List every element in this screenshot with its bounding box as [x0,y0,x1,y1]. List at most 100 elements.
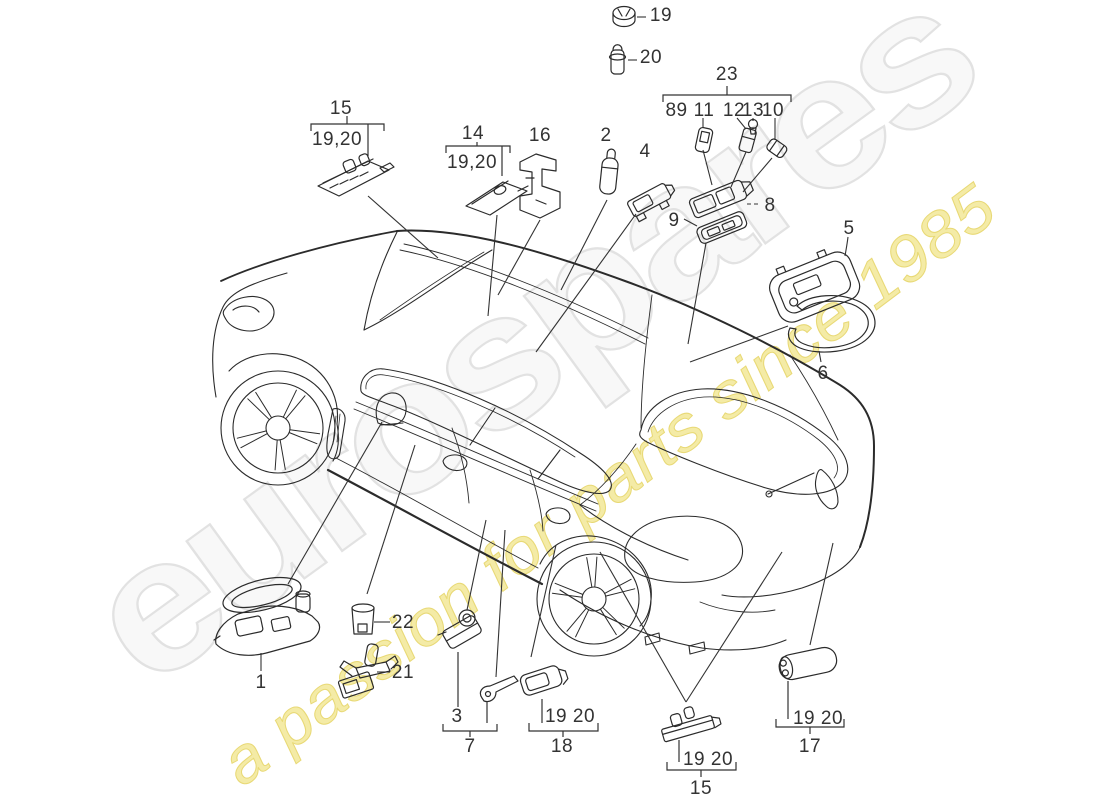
callout-3[interactable]: 3 [451,706,463,727]
callout-row-11[interactable]: 11 [693,100,715,121]
part-icon-1-interior-light[interactable] [213,571,321,656]
windshield-base [363,249,493,331]
exhaust-tips [644,632,706,655]
leader-label-12 [736,117,747,130]
callout-23[interactable]: 23 [715,64,739,85]
leader-15-top [367,195,439,259]
callout-row-9[interactable]: 9 [676,100,688,121]
leader-4 [535,213,637,353]
part-icon-2-bulb[interactable] [599,148,620,195]
part-icon-3-lamp[interactable] [437,609,483,650]
callout-brackets [310,86,845,777]
a-pillar [363,231,398,331]
part-icon-10-lens[interactable] [765,137,788,159]
callout-22[interactable]: 22 [391,612,415,633]
callout-14-sub[interactable]: 19,20 [446,152,498,173]
callout-18-sub[interactable]: 19 20 [544,706,596,727]
callout-15-bottom[interactable]: 15 [689,778,713,799]
leader-16 [497,219,541,296]
watermark-brand-text: eurospares [48,0,1009,724]
leader-lamp-group [687,242,707,345]
callout-17[interactable]: 17 [798,736,822,757]
callout-row-10[interactable]: 10 [761,100,785,121]
callout-row-8[interactable]: 8 [665,100,677,121]
leader-label-9 [683,218,698,227]
part-icon-15-bottom-lamp[interactable] [657,700,722,743]
leader-label-5 [844,236,849,257]
leader-console [689,325,789,363]
callout-5[interactable]: 5 [843,218,855,239]
b-pillar [469,407,496,446]
part-icon-15-top-lamp[interactable] [317,153,395,197]
rocker-line [326,468,544,586]
part-icon-19-grommet[interactable] [612,5,636,28]
bracket-23 [662,86,792,102]
part-icon-4-lamp-module[interactable] [627,180,680,223]
part-icon-18-lamp[interactable] [519,662,569,696]
side-glass [360,368,612,494]
taillight-right [814,469,839,510]
part-icon-22-socket[interactable] [351,603,375,635]
callout-15-top[interactable]: 15 [329,98,353,119]
callout-16[interactable]: 16 [528,125,552,146]
c-pillar [537,449,561,480]
callout-14[interactable]: 14 [461,123,485,144]
leader-v-right [685,551,783,703]
leader-v-left [599,551,687,703]
callout-2[interactable]: 2 [600,125,612,146]
callout-7[interactable]: 7 [464,736,476,757]
part-icon-17-lamp[interactable] [777,645,839,682]
front-wheel-arch [228,353,339,425]
car-front-fascia [212,272,288,398]
part-icon-13-bulb[interactable] [747,118,759,135]
fender-vent [326,408,346,460]
leader-14 [487,214,498,317]
part-icon-8-lamp-housing[interactable] [688,176,755,219]
part-icon-5-roof-console[interactable] [763,242,864,326]
watermark: eurospares a passion for parts since 198… [47,0,1010,800]
bracket-17 [775,681,845,734]
callout-1[interactable]: 1 [255,672,267,693]
callout-8[interactable]: 8 [764,195,776,216]
door-handle-front [442,454,468,472]
car-hood-line [220,230,398,282]
callout-17-sub[interactable]: 19 20 [792,708,844,729]
part-icons [213,5,876,743]
callout-9[interactable]: 9 [668,210,680,231]
leader-3 [466,519,487,611]
leader-21-22 [366,444,416,595]
part-icon-14-lamp[interactable] [465,180,529,216]
leader-label-6 [818,350,822,363]
part-icon-16-bracket[interactable] [519,153,561,219]
part-icon-20-bulb[interactable] [608,44,627,75]
rear-wiper [767,472,815,495]
part-icon-6-trim-ring[interactable] [787,295,876,353]
part-icon-11-connector[interactable] [694,126,714,154]
leader-17 [809,542,834,646]
part-icon-9-lens[interactable] [695,210,748,244]
taillight-left [624,515,744,583]
leader-2 [560,199,608,291]
leader-10 [742,157,773,193]
callout-15-top-sub[interactable]: 19,20 [311,129,363,150]
front-wheel [220,370,336,486]
callout-21[interactable]: 21 [391,662,415,683]
part-icon-7-bracket[interactable] [479,675,519,703]
part-icon-21-bulb-holder[interactable] [337,643,399,699]
leader-lines [260,16,849,703]
rear-wheel [536,541,652,657]
callout-row-12[interactable]: 12 [722,100,746,121]
car-line-art [212,229,875,657]
callout-19-top[interactable]: 19 [649,5,673,26]
bracket-14 [445,142,511,176]
callout-row-13[interactable]: 13 [741,100,765,121]
callout-6[interactable]: 6 [817,363,829,384]
headlight [222,296,275,332]
callout-15-bottom-sub[interactable]: 19 20 [682,749,734,770]
callout-18[interactable]: 18 [550,736,574,757]
callout-4[interactable]: 4 [639,141,651,162]
leader-1 [287,421,383,585]
callout-20-top[interactable]: 20 [639,47,663,68]
